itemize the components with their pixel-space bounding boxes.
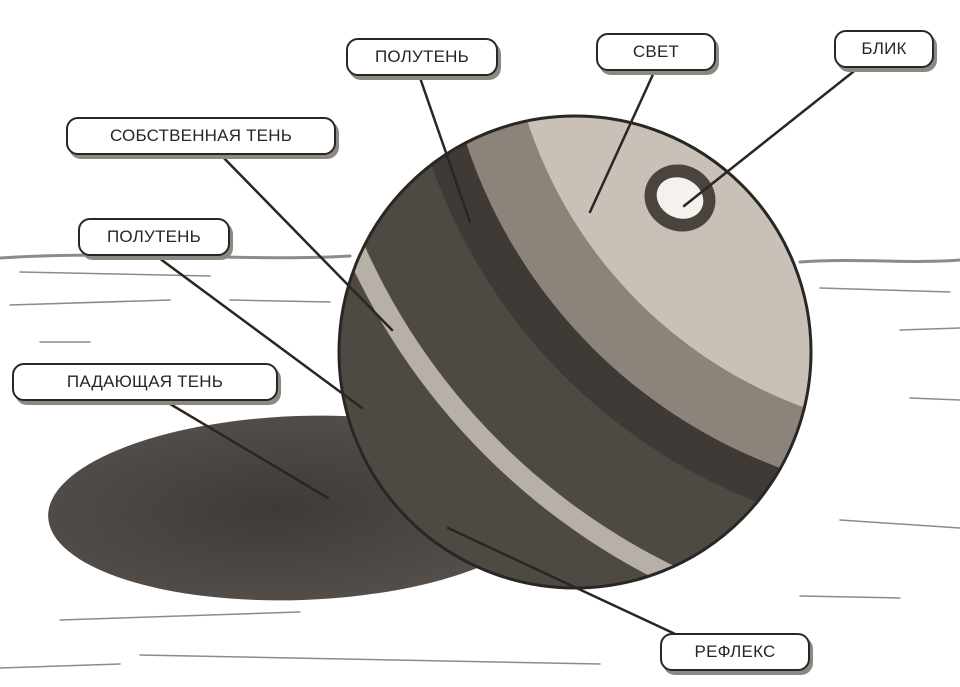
ground-stroke [899,327,960,331]
leader-highlight [682,66,860,208]
highlight [656,177,704,219]
leader-own-shadow [216,150,394,332]
light-zone [505,116,811,435]
leader-reflex [446,526,690,642]
label-reflex: РЕФЛЕКС [660,633,810,671]
ground-stroke [839,519,960,529]
ground-stroke [139,654,601,665]
ground-stroke [909,397,960,401]
ground-stroke [229,299,331,303]
leader-lines [153,66,860,642]
sphere [339,116,811,588]
label-penumbra-top: ПОЛУТЕНЬ [346,38,498,76]
horizon-line-right [798,258,960,264]
horizon-line [0,253,352,260]
ground-stroke [59,611,301,621]
ground-stroke [799,595,901,599]
label-highlight: БЛИК [834,30,934,68]
leader-light [588,68,657,214]
ground-stroke [0,663,121,669]
leader-cast-shadow [158,396,330,500]
label-light: СВЕТ [596,33,716,71]
ground-stroke [19,271,211,277]
label-cast-shadow: ПАДАЮЩАЯ ТЕНЬ [12,363,278,401]
label-own-shadow: СОБСТВЕННАЯ ТЕНЬ [66,117,336,155]
ground-stroke [819,287,951,293]
label-penumbra-left: ПОЛУТЕНЬ [78,218,230,256]
leader-penumbra-top [416,70,472,224]
leader-penumbra-left [153,253,364,410]
ground-stroke [9,299,171,306]
ground-lines [0,253,960,669]
